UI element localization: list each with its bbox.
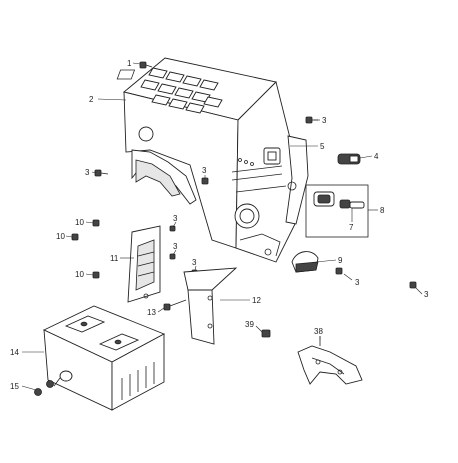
callout-labels: 1 2 3 3 3 3 3 3 3 4 5 7 8 9 10 10 10 11 … xyxy=(10,59,429,391)
screw-part-10-c xyxy=(92,271,100,279)
callout-15: 15 xyxy=(10,382,19,391)
callout-9: 9 xyxy=(338,256,343,265)
part-caps-15 xyxy=(34,380,54,396)
callout-1: 1 xyxy=(127,59,132,68)
callout-3f: 3 xyxy=(192,258,197,267)
callout-3b: 3 xyxy=(85,168,90,177)
part-switch-4 xyxy=(337,153,361,165)
callout-4: 4 xyxy=(374,152,379,161)
callout-8: 8 xyxy=(380,206,385,215)
screw-part-3-g xyxy=(335,267,343,275)
callout-3c: 3 xyxy=(202,166,207,175)
screw-part-39 xyxy=(261,329,271,338)
callout-3e: 3 xyxy=(173,242,178,251)
part-housing xyxy=(116,57,309,263)
screw-part-13 xyxy=(163,299,187,311)
callout-7: 7 xyxy=(349,223,354,232)
callout-14: 14 xyxy=(10,348,19,357)
callout-3h: 3 xyxy=(424,290,429,299)
callout-12: 12 xyxy=(252,296,261,305)
callout-10c: 10 xyxy=(75,270,84,279)
screw-part-1 xyxy=(139,61,153,69)
part-assembly-8 xyxy=(305,184,369,238)
screw-part-3-h xyxy=(409,281,417,289)
screw-part-10-b xyxy=(71,233,79,241)
callout-10b: 10 xyxy=(56,232,65,241)
callout-2: 2 xyxy=(89,95,94,104)
callout-3g: 3 xyxy=(355,278,360,287)
part-tank-14 xyxy=(42,305,166,411)
screw-part-3-d xyxy=(169,225,176,232)
callout-11: 11 xyxy=(110,254,119,263)
callout-5: 5 xyxy=(320,142,325,151)
part-bracket-12 xyxy=(183,267,238,345)
part-bracket-11 xyxy=(127,225,161,303)
screw-part-10-a xyxy=(92,219,100,227)
leader-lines xyxy=(21,62,423,391)
callout-3d: 3 xyxy=(173,214,178,223)
callout-10a: 10 xyxy=(75,218,84,227)
callout-38: 38 xyxy=(314,327,323,336)
part-bracket-38 xyxy=(297,336,363,385)
callout-39: 39 xyxy=(245,320,254,329)
callout-3a: 3 xyxy=(322,116,327,125)
screw-part-3-b xyxy=(94,169,109,177)
screw-part-3-e xyxy=(169,253,176,260)
part-knob-9 xyxy=(291,251,319,273)
callout-13: 13 xyxy=(147,308,156,317)
